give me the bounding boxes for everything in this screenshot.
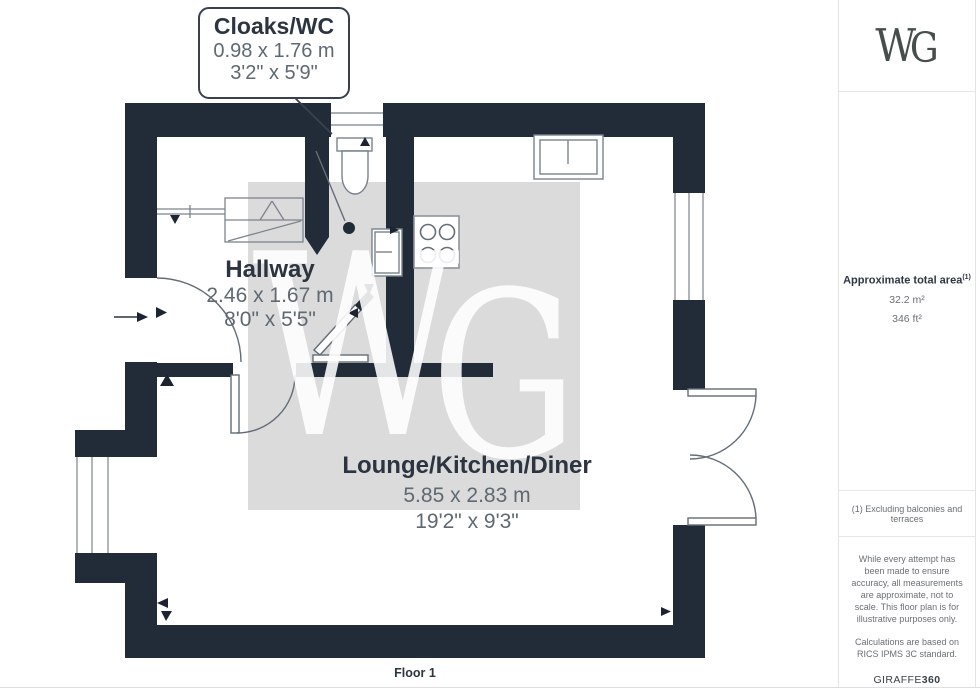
kitchen-sink bbox=[533, 134, 604, 180]
marker-bottom-left-1 bbox=[157, 598, 168, 608]
area-footnote: (1) Excluding balconies and terraces bbox=[839, 489, 975, 536]
disclaimer-text-2: Calculations are based on RICS IPMS 3C s… bbox=[854, 636, 960, 659]
stair-rail bbox=[157, 205, 225, 218]
marker-bottom-left-2 bbox=[161, 611, 172, 621]
room-label-lounge-kitchen-diner: Lounge/Kitchen/Diner 5.85 x 2.83 m 19'2"… bbox=[317, 452, 617, 534]
room-dim-metric: 5.85 x 2.83 m bbox=[403, 484, 531, 507]
disclaimer: While every attempt has been made to ens… bbox=[839, 535, 975, 687]
area-summary: Approximate total area(1) 32.2 m² 346 ft… bbox=[839, 92, 975, 490]
area-title-text: Approximate total area bbox=[843, 274, 963, 287]
french-door-bottom-arc bbox=[689, 454, 757, 519]
marker-bottom-right bbox=[661, 607, 671, 616]
room-callout-cloaks-wc: Cloaks/WC 0.98 x 1.76 m 3'2" x 5'9" bbox=[198, 7, 350, 99]
room-label-hallway: Hallway 2.46 x 1.67 m 8'0" x 5'5" bbox=[160, 256, 380, 333]
logo-letter-w: W bbox=[875, 19, 917, 73]
room-dim-imperial: 3'2" x 5'9" bbox=[230, 62, 318, 84]
brand-logo: W G bbox=[839, 0, 975, 93]
disclaimer-text-1: While every attempt has been made to ens… bbox=[851, 553, 963, 625]
entry-arrow bbox=[114, 312, 148, 322]
wc-window bbox=[331, 103, 383, 137]
right-window bbox=[674, 193, 704, 300]
brand-text: GIRAFFE bbox=[873, 673, 922, 686]
area-metric: 32.2 m² bbox=[889, 293, 925, 306]
giraffe360-brand: GIRAFFE360 bbox=[848, 673, 966, 687]
sidebar: W G Approximate total area(1) 32.2 m² 34… bbox=[838, 0, 976, 687]
watermark-letter-g: G bbox=[430, 243, 578, 511]
callout-pointer bbox=[292, 95, 333, 135]
area-title: Approximate total area(1) bbox=[839, 274, 975, 287]
brand-suffix: 360 bbox=[921, 673, 941, 686]
room-dim-imperial: 8'0" x 5'5" bbox=[224, 308, 316, 332]
room-name: Lounge/Kitchen/Diner bbox=[342, 452, 592, 479]
area-note-ref: (1) bbox=[962, 274, 971, 282]
room-dim-metric: 2.46 x 1.67 m bbox=[206, 284, 334, 307]
marker-hall-up bbox=[160, 374, 174, 386]
bay-window bbox=[76, 457, 109, 553]
room-dim-metric: 0.98 x 1.76 m bbox=[213, 40, 335, 62]
room-name: Cloaks/WC bbox=[213, 13, 335, 39]
room-dim-imperial: 19'2" x 9'3" bbox=[415, 509, 519, 533]
french-door-top-leaf bbox=[687, 388, 757, 397]
watermark-logo: W G bbox=[252, 200, 577, 495]
marker-stairs bbox=[170, 215, 180, 224]
logo-letter-g: G bbox=[909, 24, 939, 73]
marker-wc bbox=[360, 137, 370, 146]
lounge-door-leaf bbox=[230, 374, 240, 434]
room-name: Hallway bbox=[225, 256, 315, 283]
bottom-divider bbox=[0, 687, 980, 688]
floor-label: Floor 1 bbox=[394, 666, 436, 680]
area-imperial: 346 ft² bbox=[892, 312, 922, 325]
french-door-top-arc bbox=[689, 395, 757, 460]
french-door-bottom-leaf bbox=[687, 517, 757, 526]
